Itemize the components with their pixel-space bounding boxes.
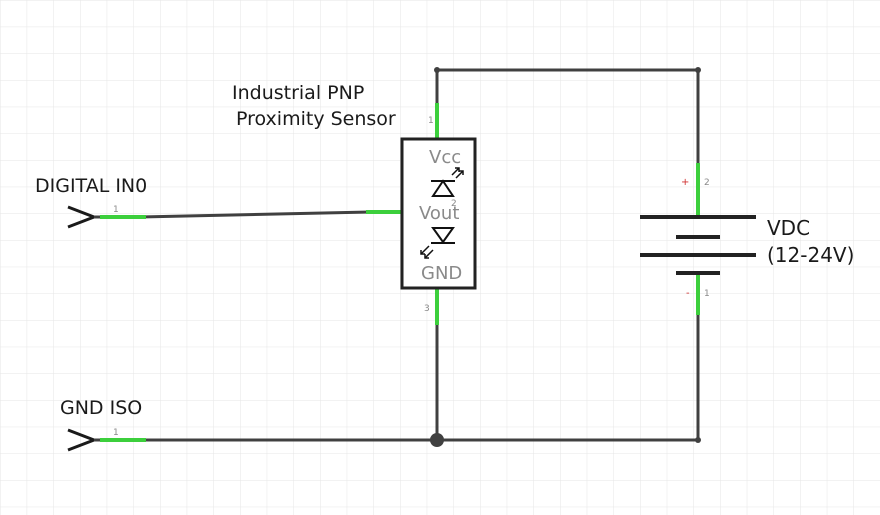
gnd-iso-label: GND ISO [60, 397, 142, 419]
wire-corner-dot [695, 437, 701, 443]
junction-dot [430, 433, 444, 447]
photodiode-receiver-icon [420, 227, 455, 259]
supply-label-line2: (12-24V) [767, 243, 854, 267]
sensor-gnd-label: GND [421, 263, 462, 284]
supply-plus-pin-number: 2 [704, 178, 710, 188]
supply-label-line1: VDC [767, 216, 810, 240]
sensor-pin3-number: 3 [424, 304, 430, 314]
sensor-title-line2: Proximity Sensor [236, 108, 396, 130]
battery-supply[interactable]: + 2 - 1 VDC (12-24V) [640, 163, 854, 315]
supply-plus-sign: + [681, 177, 689, 188]
sensor-vcc-label: Vcc [429, 147, 461, 168]
sensor-body [400, 137, 477, 290]
wire-corner-dot [434, 67, 440, 73]
wire-vcc-to-supply-plus [435, 68, 700, 165]
net-label-digital-in[interactable]: DIGITAL IN0 1 [35, 175, 147, 229]
wire-corner-dot [695, 67, 701, 73]
led-emitter-icon [431, 167, 464, 197]
wire-digital-in-to-vout [138, 210, 372, 219]
sensor-title-line1: Industrial PNP [232, 82, 364, 104]
digital-in-label: DIGITAL IN0 [35, 175, 147, 197]
supply-minus-pin-number: 1 [704, 289, 710, 299]
net-label-gnd-iso[interactable]: GND ISO 1 [60, 397, 146, 452]
sensor-pin1-number: 1 [428, 116, 434, 126]
sensor-vout-label: Vout [419, 203, 459, 224]
digital-in-pin-number: 1 [113, 205, 119, 215]
proximity-sensor[interactable]: Industrial PNP Proximity Sensor 1 3 Vcc … [232, 82, 477, 325]
gnd-iso-pin-number: 1 [113, 428, 119, 438]
sensor-pin2-number: 2 [451, 199, 457, 209]
supply-minus-sign: - [686, 288, 690, 299]
